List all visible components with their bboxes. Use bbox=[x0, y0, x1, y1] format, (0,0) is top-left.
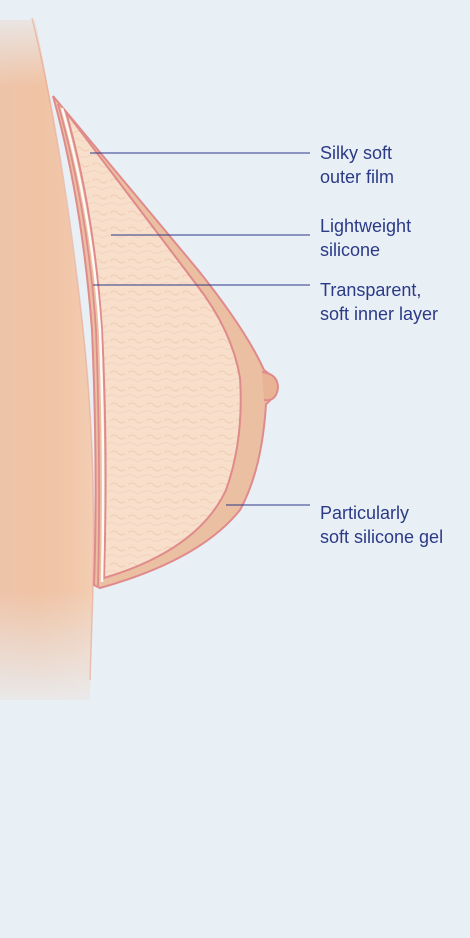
label-inner-layer-line2: soft inner layer bbox=[320, 302, 438, 326]
label-lightweight-silicone-line1: Lightweight bbox=[320, 214, 411, 238]
label-lightweight-silicone-line2: silicone bbox=[320, 238, 411, 262]
nipple bbox=[262, 372, 278, 400]
label-lightweight-silicone: Lightweight silicone bbox=[320, 214, 411, 262]
label-silicone-gel-line1: Particularly bbox=[320, 501, 443, 525]
label-outer-film: Silky soft outer film bbox=[320, 141, 394, 189]
label-silicone-gel: Particularly soft silicone gel bbox=[320, 501, 443, 549]
label-inner-layer-line1: Transparent, bbox=[320, 278, 438, 302]
label-outer-film-line2: outer film bbox=[320, 165, 394, 189]
label-outer-film-line1: Silky soft bbox=[320, 141, 394, 165]
label-silicone-gel-line2: soft silicone gel bbox=[320, 525, 443, 549]
label-inner-layer: Transparent, soft inner layer bbox=[320, 278, 438, 326]
